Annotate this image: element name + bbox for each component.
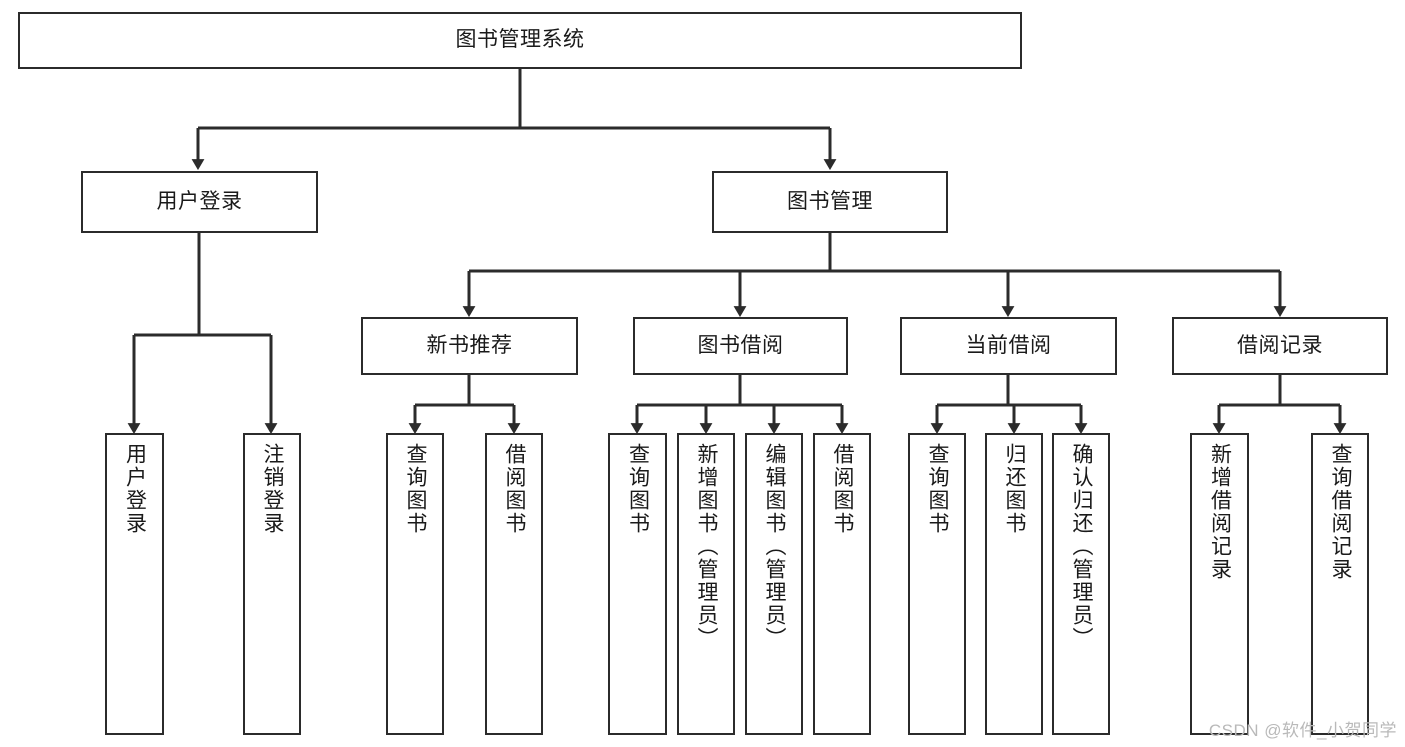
node-leaf-query-book-3[interactable]: 查询图书 — [908, 433, 966, 735]
node-book-borrow-label: 图书借阅 — [697, 333, 784, 357]
node-leaf-query-book-2[interactable]: 查询图书 — [608, 433, 667, 735]
node-leaf-borrow-book-2[interactable]: 借阅图书 — [813, 433, 871, 735]
node-leaf-edit-book-label: 编辑图书（管理员） — [763, 443, 787, 650]
node-root[interactable]: 图书管理系统 — [18, 12, 1022, 69]
node-leaf-add-record[interactable]: 新增借阅记录 — [1190, 433, 1249, 735]
node-user-login[interactable]: 用户登录 — [81, 171, 318, 233]
node-book-borrow[interactable]: 图书借阅 — [633, 317, 848, 375]
node-book-manage-label: 图书管理 — [787, 189, 873, 213]
node-leaf-user-login[interactable]: 用户登录 — [105, 433, 164, 735]
node-leaf-add-book[interactable]: 新增图书（管理员） — [677, 433, 735, 735]
node-leaf-logout[interactable]: 注销登录 — [243, 433, 301, 735]
node-leaf-query-record-label: 查询借阅记录 — [1329, 443, 1353, 581]
node-leaf-logout-label: 注销登录 — [261, 443, 285, 535]
node-leaf-return-book-label: 归还图书 — [1003, 443, 1027, 535]
node-borrow-record-label: 借阅记录 — [1237, 333, 1323, 357]
node-leaf-add-book-label: 新增图书（管理员） — [695, 443, 719, 650]
node-leaf-return-book[interactable]: 归还图书 — [985, 433, 1043, 735]
node-leaf-query-book-1[interactable]: 查询图书 — [386, 433, 444, 735]
node-book-manage[interactable]: 图书管理 — [712, 171, 948, 233]
node-leaf-query-record[interactable]: 查询借阅记录 — [1311, 433, 1369, 735]
node-leaf-edit-book[interactable]: 编辑图书（管理员） — [745, 433, 803, 735]
node-leaf-confirm-return[interactable]: 确认归还（管理员） — [1052, 433, 1110, 735]
node-new-book-recommend-label: 新书推荐 — [426, 333, 513, 357]
node-leaf-query-book-1-label: 查询图书 — [404, 443, 428, 535]
node-leaf-add-record-label: 新增借阅记录 — [1208, 443, 1232, 581]
node-leaf-query-book-2-label: 查询图书 — [626, 443, 650, 535]
node-new-book-recommend[interactable]: 新书推荐 — [361, 317, 578, 375]
node-leaf-query-book-3-label: 查询图书 — [926, 443, 950, 535]
node-leaf-borrow-book-1[interactable]: 借阅图书 — [485, 433, 543, 735]
node-leaf-borrow-book-2-label: 借阅图书 — [831, 443, 855, 535]
node-user-login-label: 用户登录 — [156, 189, 243, 213]
node-borrow-record[interactable]: 借阅记录 — [1172, 317, 1388, 375]
node-leaf-user-login-label: 用户登录 — [123, 443, 147, 535]
node-current-borrow[interactable]: 当前借阅 — [900, 317, 1117, 375]
node-leaf-borrow-book-1-label: 借阅图书 — [503, 443, 527, 535]
node-current-borrow-label: 当前借阅 — [965, 333, 1052, 357]
node-leaf-confirm-return-label: 确认归还（管理员） — [1070, 443, 1094, 650]
node-root-label: 图书管理系统 — [455, 28, 585, 52]
